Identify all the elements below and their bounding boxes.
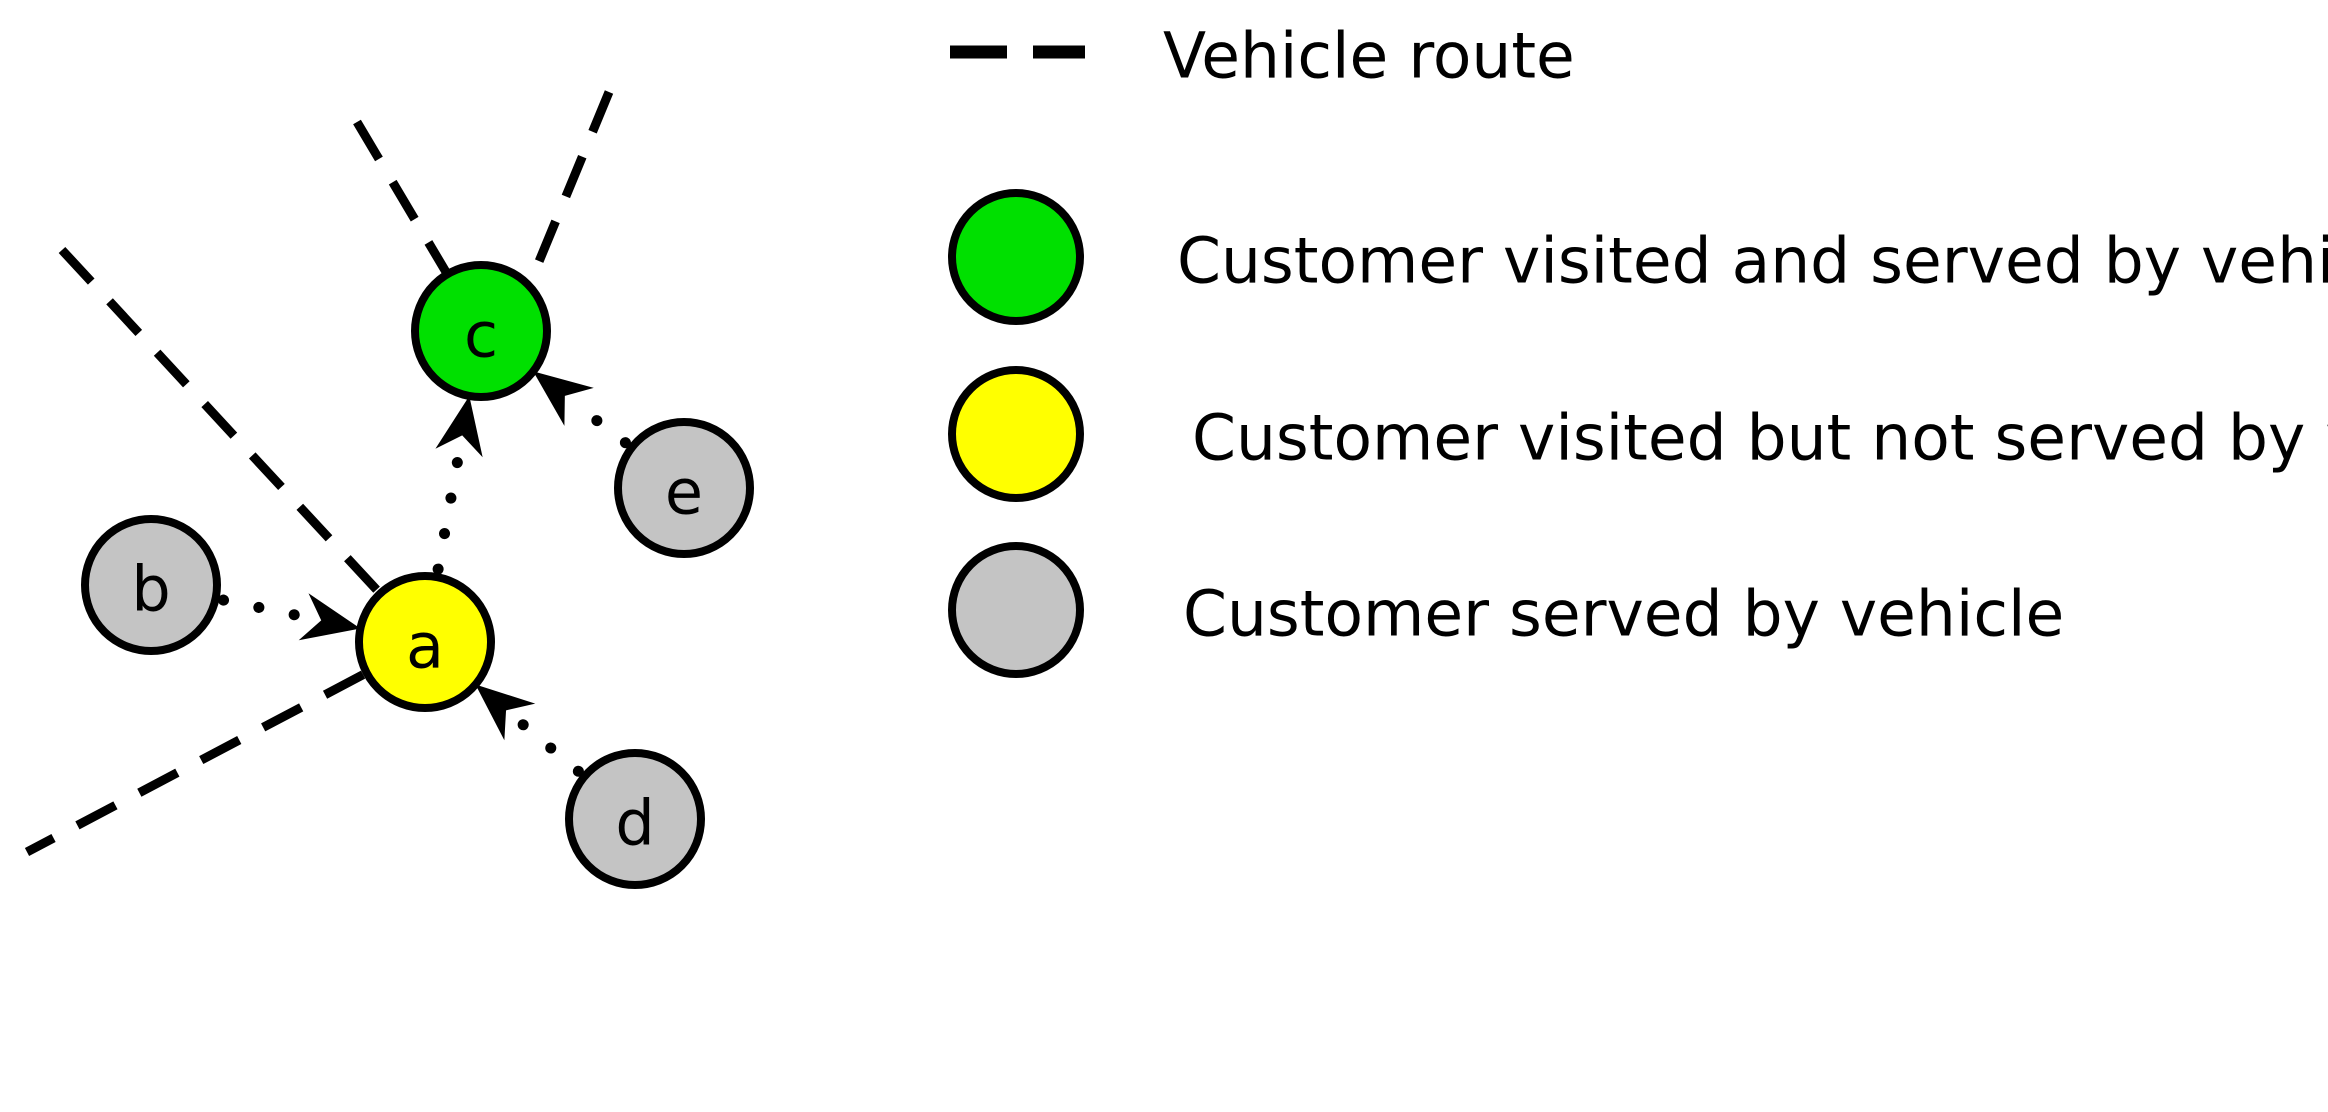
- vehicle-route-segment-2: [24, 638, 428, 856]
- legend-label-2: Customer visited and served by vehicle: [1177, 225, 2328, 298]
- assignment-dotted-line-d-a: [517, 718, 584, 777]
- node-a-label: a: [406, 610, 444, 683]
- route-segments-layer: [24, 90, 614, 856]
- node-a-circle: [355, 572, 495, 712]
- node-d-circle: [565, 749, 705, 889]
- node-b-circle: [81, 515, 221, 655]
- legend-label-4: Customer served by vehicle: [1183, 578, 2064, 651]
- node-b-label: b: [131, 553, 170, 626]
- legend-circle-visited_served: [948, 189, 1084, 325]
- arrow-head-e-c: [533, 371, 594, 426]
- arrow-head-d-a: [475, 684, 536, 741]
- legend-circle-served: [948, 542, 1084, 678]
- legend-label-3: Customer visited but not served by vehic…: [1192, 402, 2328, 475]
- node-e-circle: [614, 418, 754, 558]
- node-c-label: c: [464, 299, 498, 372]
- assignment-dotted-line-a-c: [432, 451, 464, 575]
- legend-circle-visited_not_served: [948, 366, 1084, 502]
- node-c-circle: [411, 261, 551, 401]
- vehicle-route-segment-1: [58, 246, 429, 646]
- node-d-label: d: [615, 787, 654, 860]
- legend-label-1: Vehicle route: [1163, 20, 1575, 93]
- arrow-head-a-c: [435, 395, 483, 458]
- node-e-label: e: [665, 456, 703, 529]
- vehicle-route-segment-3: [353, 119, 485, 334]
- assignment-arrows-layer: [217, 371, 631, 777]
- nodes-layer: a b c d e: [81, 261, 754, 889]
- arrow-head-b-a: [298, 593, 361, 641]
- assignment-dotted-line-b-a: [217, 594, 306, 622]
- assignment-dotted-line-e-c: [576, 403, 631, 449]
